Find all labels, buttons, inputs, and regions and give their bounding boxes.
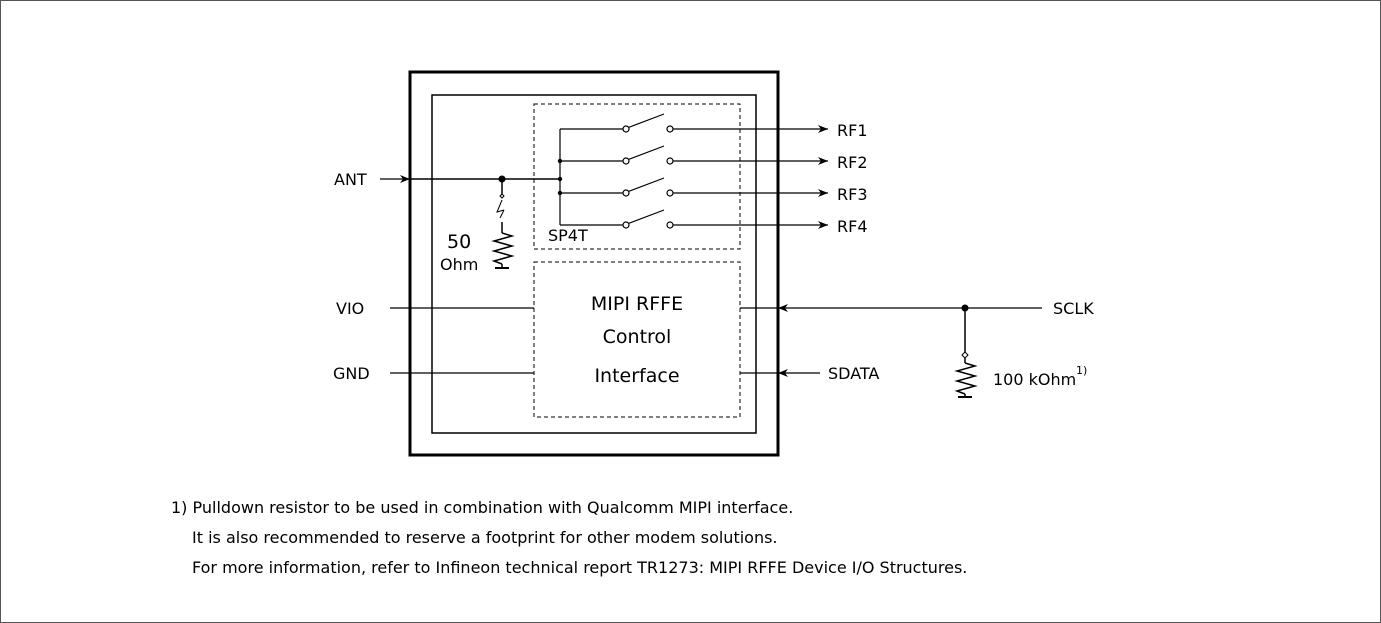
shunt-resistor-50-ohm [491, 179, 515, 269]
resistor-50-label-line-1: 50 [447, 231, 471, 253]
vio-label: VIO [336, 299, 364, 318]
gnd-label: GND [333, 364, 370, 383]
footnote-line-2: It is also recommended to reserve a foot… [192, 528, 778, 547]
rf4-label: RF4 [837, 217, 868, 236]
controller-label-line-2: Control [603, 326, 672, 348]
package-outer-outline [408, 70, 780, 457]
sp4t-label: SP4T [548, 226, 588, 245]
mipi-rffe-controller-block [533, 261, 741, 418]
rf2-label: RF2 [837, 153, 868, 172]
bus-dot-1 [557, 158, 563, 164]
sp4t-common-bus [559, 128, 623, 226]
pulldown-footnote-ref: 1) [1076, 364, 1087, 377]
controller-label-line-3: Interface [594, 365, 679, 387]
resistor-50-label-line-2: Ohm [440, 255, 478, 274]
pulldown-resistor-100-kohm [954, 308, 978, 398]
package-inner-outline [431, 94, 757, 434]
rf1-label: RF1 [837, 121, 868, 140]
bus-dot-2 [557, 176, 563, 182]
footnote-line-1: 1) Pulldown resistor to be used in combi… [171, 498, 794, 517]
switch-throw-rf4 [622, 209, 828, 229]
rf3-label: RF3 [837, 185, 868, 204]
switch-throw-rf1 [622, 113, 828, 133]
sclk-label: SCLK [1053, 299, 1094, 318]
controller-label-line-1: MIPI RFFE [591, 293, 683, 315]
switch-throw-rf3 [622, 177, 828, 197]
switch-throw-rf2 [622, 145, 828, 165]
ant-label: ANT [334, 170, 367, 189]
footnote-line-3: For more information, refer to Infineon … [192, 558, 968, 577]
sdata-label: SDATA [828, 364, 879, 383]
bus-dot-3 [557, 190, 563, 196]
pulldown-label: 100 kOhm [993, 370, 1076, 389]
